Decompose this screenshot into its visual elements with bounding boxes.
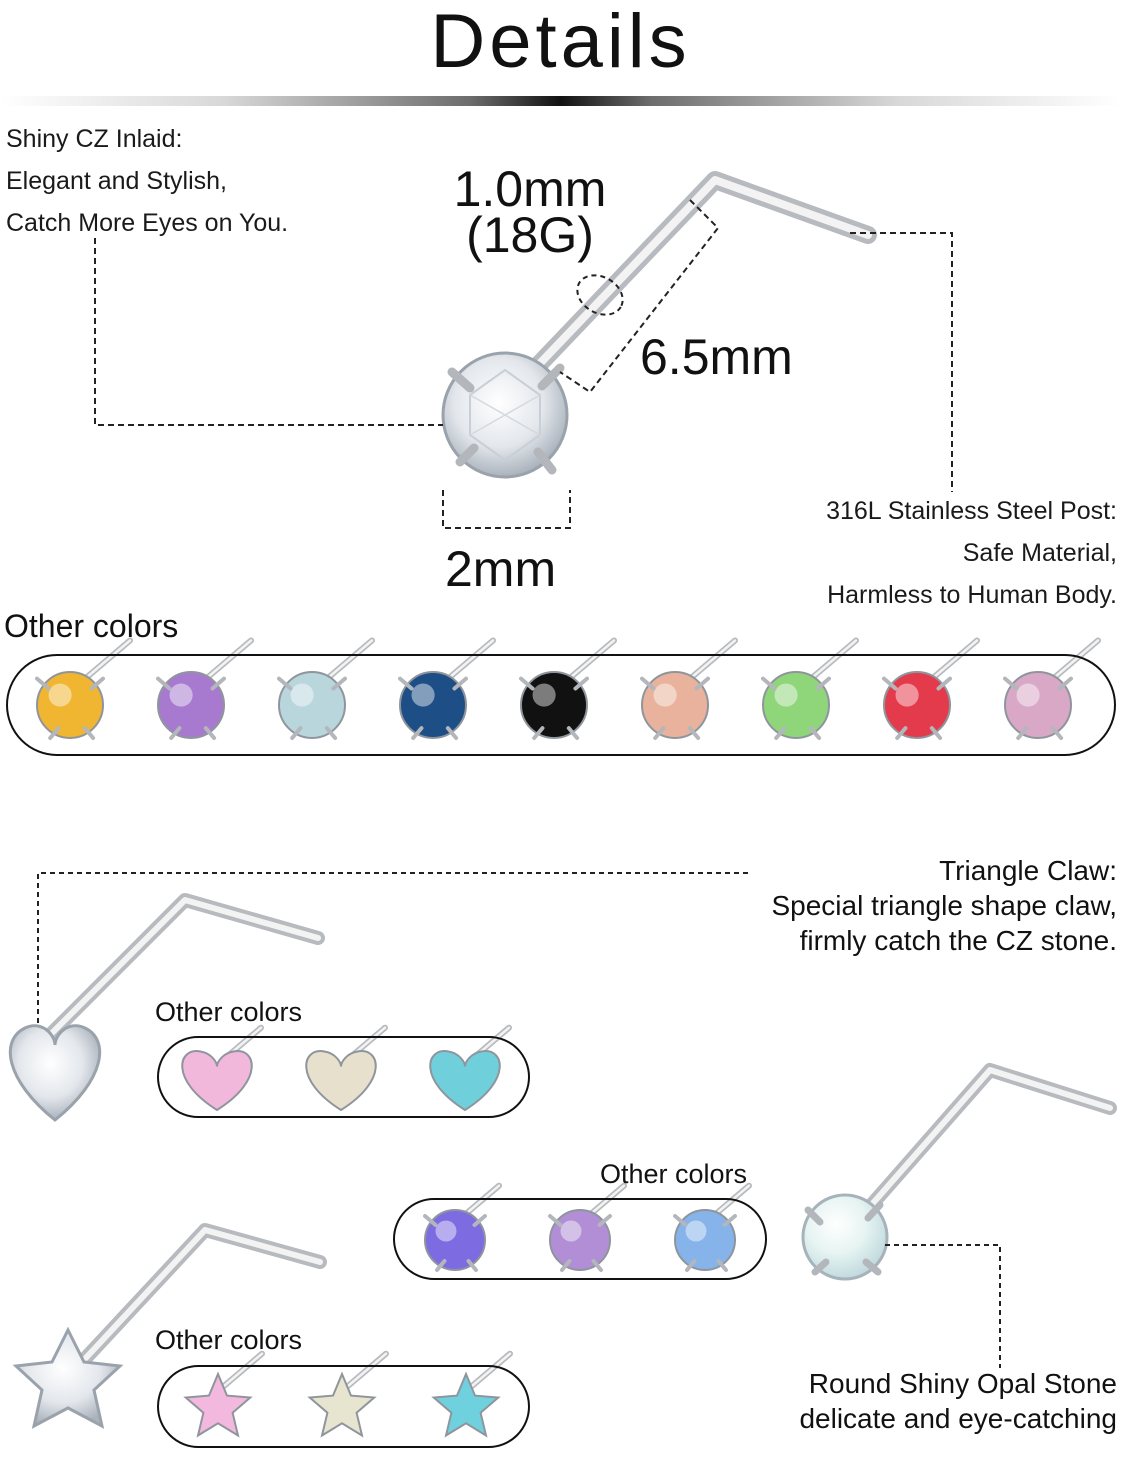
length-label: 6.5mm — [640, 329, 793, 385]
star-color-stud-2 — [307, 1371, 377, 1438]
opal-line-2: delicate and eye-catching — [799, 1403, 1117, 1434]
round-color-stud-6 — [640, 671, 710, 740]
cz-line-2: Elegant and Stylish, — [6, 167, 227, 195]
main-stud-post — [496, 171, 877, 409]
star-colors-label: Other colors — [155, 1325, 303, 1355]
star-colors-panel — [157, 1365, 530, 1448]
opal-stud-icon — [801, 1193, 889, 1281]
heart-color-stud-2 — [305, 1050, 377, 1112]
steel-line-3: Harmless to Human Body. — [827, 581, 1117, 609]
opal-line-1: Round Shiny Opal Stone — [808, 1368, 1117, 1399]
triangle-line-1: Triangle Claw: — [939, 855, 1117, 886]
round-color-stud-4 — [398, 671, 468, 740]
gauge-annotation: 1.0mm (18G) — [445, 161, 615, 263]
round-color-stud-5 — [519, 671, 589, 740]
opal-colors-panel — [393, 1198, 767, 1280]
opal-colors-label: Other colors — [600, 1159, 748, 1189]
opal-annotation: Round Shiny Opal Stone delicate and eye-… — [799, 1366, 1117, 1436]
opal-color-stud-2 — [548, 1209, 612, 1272]
heart-colors-label: Other colors — [155, 997, 303, 1027]
triangle-line-2: Special triangle shape claw, — [771, 890, 1117, 921]
page-title: Details — [430, 0, 691, 84]
round-stud-icon — [441, 351, 569, 479]
cz-line-1: Shiny CZ Inlaid: — [6, 125, 183, 153]
cz-annotation: Shiny CZ Inlaid: Elegant and Stylish, Ca… — [6, 118, 288, 244]
size-label: 2mm — [445, 541, 557, 597]
steel-annotation: 316L Stainless Steel Post: Safe Material… — [826, 490, 1117, 616]
triangle-annotation: Triangle Claw: Special triangle shape cl… — [771, 853, 1117, 958]
cz-line-3: Catch More Eyes on You. — [6, 209, 289, 237]
heart-stud-icon — [8, 1024, 102, 1122]
gauge-g: (18G) — [466, 207, 594, 263]
round-color-stud-8 — [882, 671, 952, 740]
round-color-stud-7 — [761, 671, 831, 740]
round-color-stud-3 — [277, 671, 347, 740]
star-stud-icon — [12, 1326, 124, 1429]
gauge-mm: 1.0mm — [453, 161, 607, 217]
steel-line-2: Safe Material, — [962, 539, 1117, 567]
round-color-stud-2 — [156, 671, 226, 740]
title-divider — [0, 96, 1121, 106]
triangle-line-3: firmly catch the CZ stone. — [799, 925, 1117, 956]
heart-colors-panel — [157, 1036, 530, 1118]
round-colors-label: Other colors — [4, 608, 179, 644]
steel-line-1: 316L Stainless Steel Post: — [826, 497, 1117, 525]
round-colors-panel — [6, 654, 1116, 756]
